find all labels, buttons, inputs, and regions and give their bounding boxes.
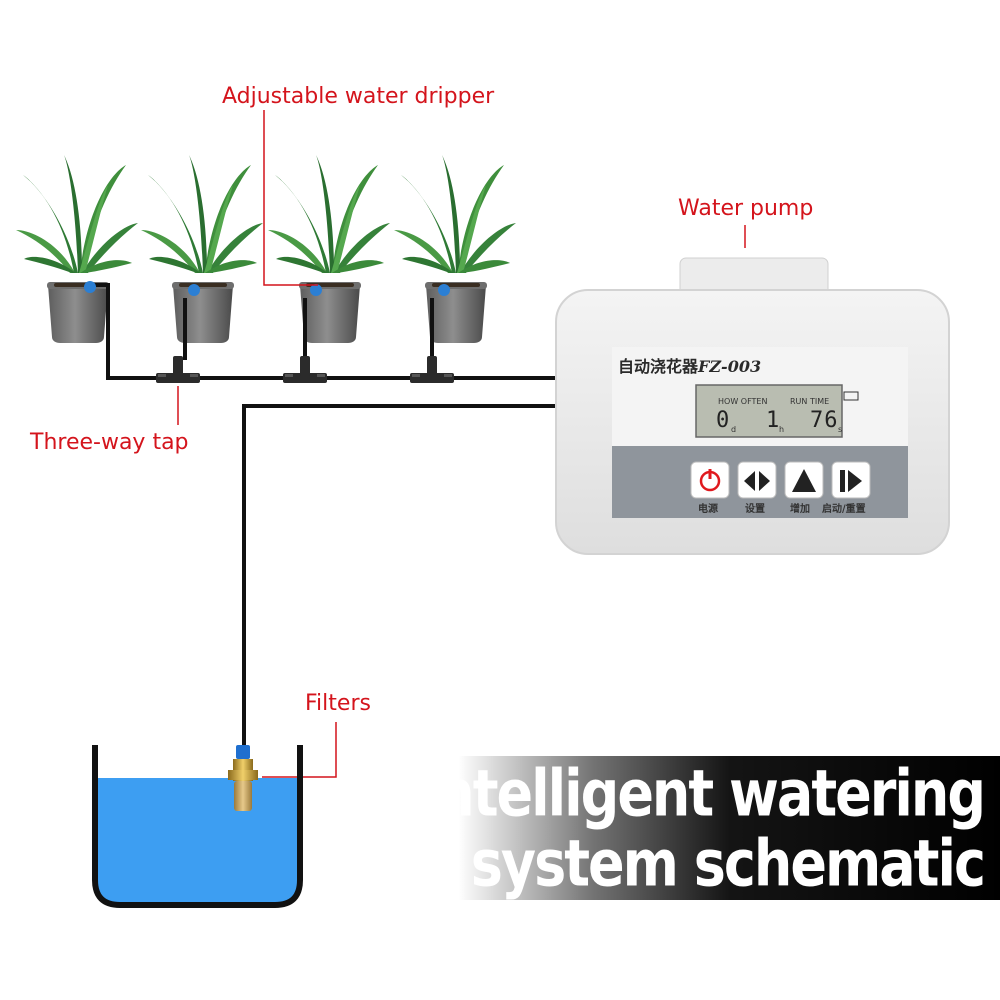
lcd-run-time-unit: s — [838, 425, 843, 434]
increase-button-label: 增加 — [790, 504, 810, 515]
increase-button[interactable] — [784, 461, 824, 499]
lcd-mid-value: 1 — [766, 408, 781, 433]
lcd-run-time-label: RUN TIME — [790, 397, 830, 406]
left-right-arrow-icon — [744, 471, 770, 491]
pump-label: Water pump — [678, 196, 814, 221]
filter-icon — [228, 745, 258, 811]
set-button-label: 设置 — [745, 504, 765, 515]
three-way-tap-2 — [283, 356, 327, 383]
banner-title-line2: system schematic — [470, 826, 986, 901]
power-button[interactable] — [690, 461, 730, 499]
device-brand: 自动浇花器FZ-003 — [618, 353, 761, 377]
drip-tubing — [92, 283, 558, 746]
power-button-label: 电源 — [698, 504, 718, 515]
lcd-run-time-value: 76 — [810, 408, 839, 433]
brand-cn: 自动浇花器 — [618, 357, 699, 376]
model-number: FZ-003 — [698, 357, 762, 376]
up-arrow-icon — [792, 469, 816, 492]
plant-pot-2 — [141, 155, 263, 343]
water-dripper-icon — [84, 281, 450, 296]
banner-title-line1: Intelligent watering — [418, 756, 986, 831]
callout-leaders — [177, 110, 746, 778]
start-reset-button-label: 启动/重置 — [822, 504, 866, 515]
water-tank — [92, 745, 303, 908]
tap-label: Three-way tap — [30, 430, 189, 455]
set-button[interactable] — [737, 461, 777, 499]
plant-pot-1 — [16, 155, 138, 343]
plant-pot-4 — [394, 155, 516, 343]
three-way-tap-3 — [410, 356, 454, 383]
play-icon — [848, 470, 862, 492]
lcd-how-often-value: 0 — [716, 408, 731, 433]
lcd-screen — [695, 384, 843, 438]
dripper-label: Adjustable water dripper — [222, 84, 495, 109]
title-banner — [458, 756, 1000, 900]
lcd-mid-unit: h — [779, 425, 785, 434]
filters-label: Filters — [305, 691, 371, 716]
lcd-how-often-label: HOW OFTEN — [718, 397, 768, 406]
lcd-how-often-unit: d — [731, 425, 737, 434]
plant-pot-3 — [268, 155, 390, 343]
three-way-tap-1 — [156, 356, 200, 383]
start-reset-button[interactable] — [831, 461, 871, 499]
